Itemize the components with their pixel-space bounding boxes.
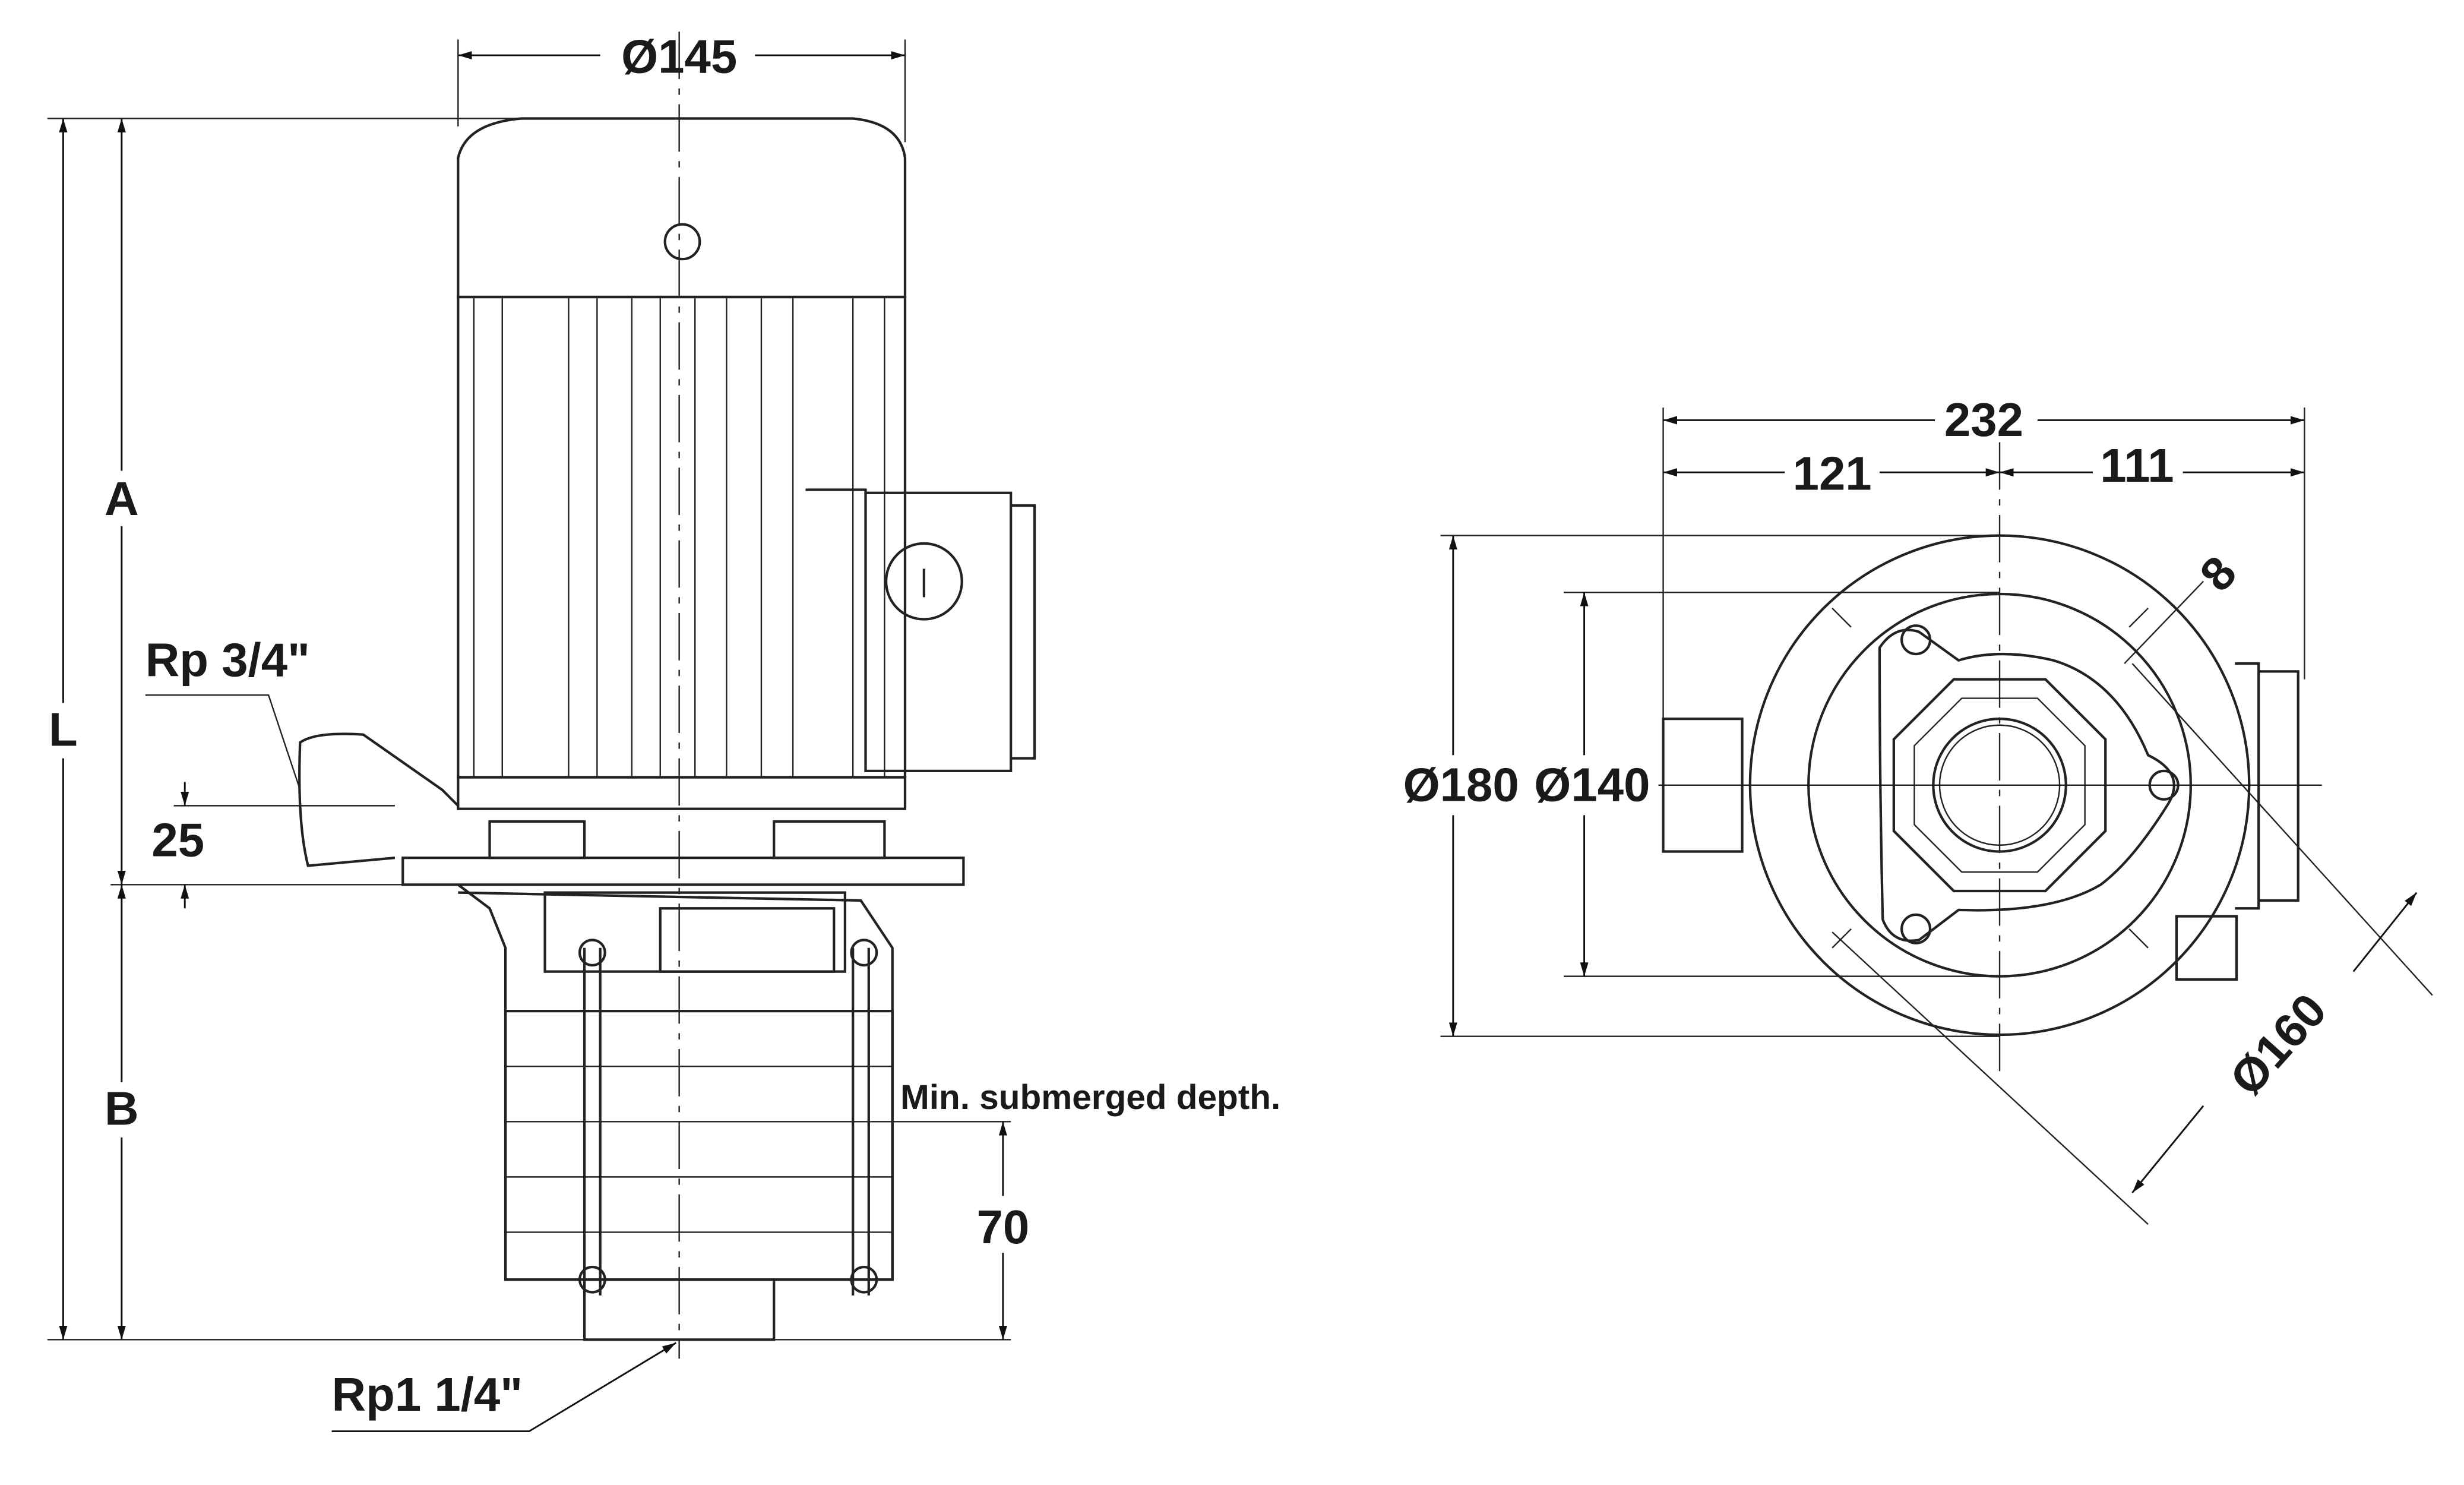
dim-left-width: 121 [1793, 447, 1872, 500]
dim-outer-diameter: Ø180 [1403, 758, 1519, 811]
side-view: Ø145 L A B Rp 3/4" 25 Min. submerged dep… [39, 30, 1280, 1433]
cable-gland [2175, 915, 2238, 981]
motor-cap [457, 117, 907, 299]
dim-slot: 8 [2190, 546, 2247, 601]
terminal-box [805, 488, 1036, 772]
top-view: 232 121 111 Ø180 Ø140 Ø160 8 [1393, 393, 2433, 1225]
dim-upper: A [105, 472, 139, 525]
outlet-thread-label: Rp 3/4" [146, 633, 310, 686]
pump-plate [1878, 628, 2175, 942]
dim-right-width: 111 [2100, 439, 2174, 492]
dim-top-diameter: Ø145 [621, 30, 737, 83]
screw-icon [663, 223, 701, 261]
outlet-port [298, 732, 459, 867]
min-depth-value: 70 [976, 1200, 1029, 1253]
outlet-height-label: 25 [151, 813, 204, 866]
dim-inner-diameter: Ø140 [1534, 758, 1650, 811]
dim-bolt-circle: Ø160 [2220, 984, 2337, 1105]
min-depth-note: Min. submerged depth. [900, 1078, 1280, 1117]
hex-outlet [1892, 678, 2107, 893]
mounting-flange [401, 857, 965, 886]
inlet-thread-label: Rp1 1/4" [332, 1368, 523, 1421]
dim-total-length: L [49, 703, 78, 756]
pump-body [504, 891, 894, 1296]
dim-total-width: 232 [1944, 393, 2023, 446]
motor-fins [457, 295, 907, 779]
dim-lower: B [105, 1082, 139, 1135]
motor-base [457, 776, 907, 810]
cable-gland-icon [884, 542, 963, 621]
terminal-box-top [2235, 662, 2299, 910]
